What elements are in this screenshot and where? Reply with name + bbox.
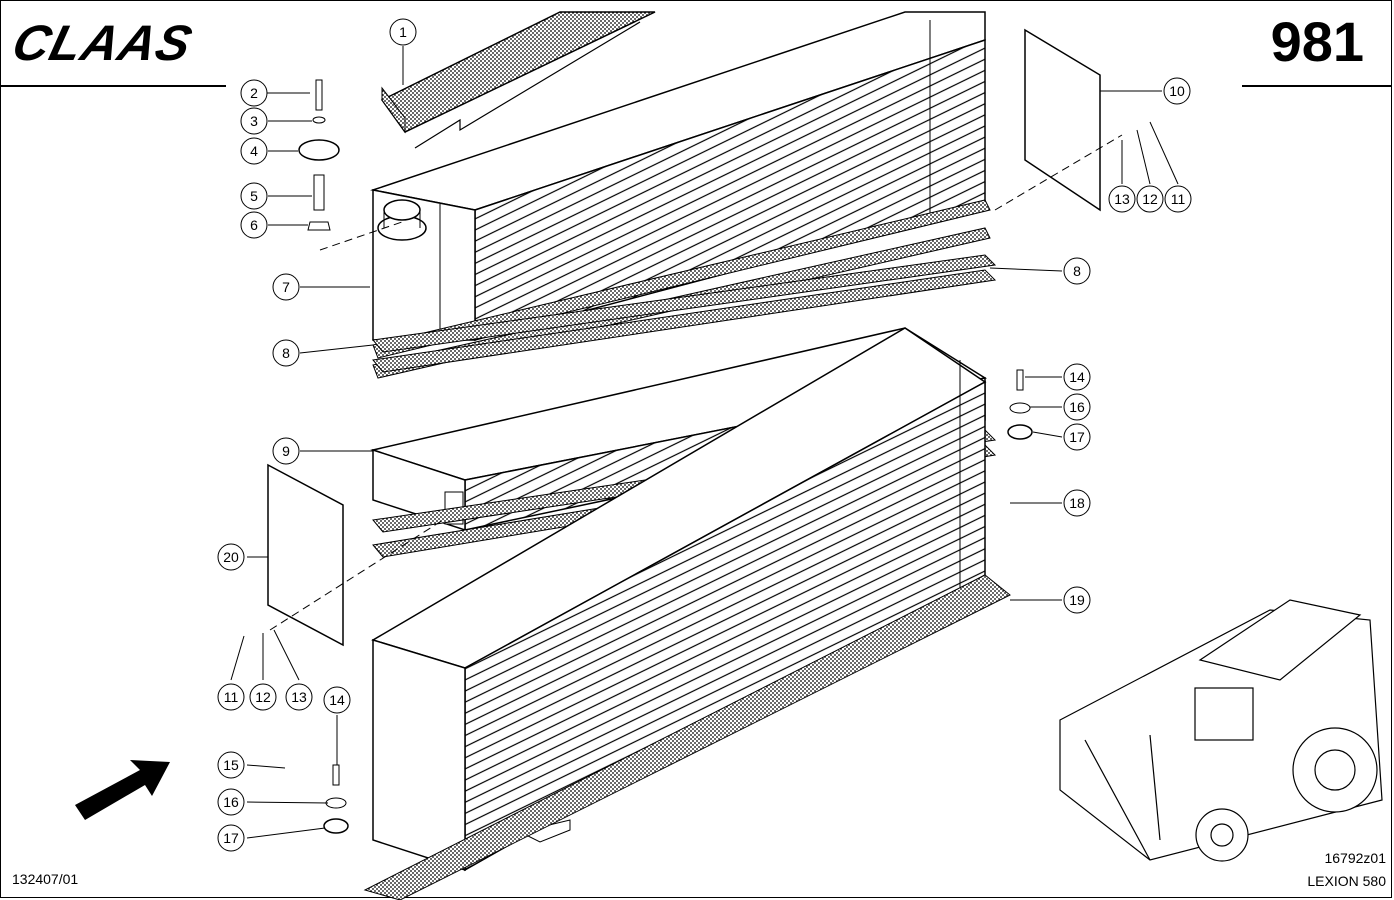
callout-10: 10: [1163, 77, 1191, 105]
header-rule-right: [1242, 85, 1392, 87]
callout-label: 16: [223, 794, 239, 810]
callout-label: 3: [250, 113, 258, 129]
callout-label: 15: [223, 757, 239, 773]
callout-label: 9: [282, 443, 290, 459]
callout-label: 14: [1069, 369, 1085, 385]
callout-label: 5: [250, 188, 258, 204]
callout-label: 11: [1171, 191, 1186, 207]
callout-label: 12: [255, 689, 271, 705]
callout-13-bottom: 13: [285, 683, 313, 711]
mounting-hardware-top: [298, 79, 340, 231]
callout-14-right: 14: [1063, 363, 1091, 391]
header-rule-left: [0, 85, 226, 87]
drawing-id: 132407/01: [12, 871, 79, 887]
callout-2: 2: [240, 79, 268, 107]
callout-7: 7: [272, 273, 300, 301]
callout-18: 18: [1063, 489, 1091, 517]
callout-6: 6: [240, 211, 268, 239]
callout-label: 10: [1169, 83, 1185, 99]
callout-4: 4: [240, 137, 268, 165]
callout-label: 13: [291, 689, 307, 705]
bottom-gasket: [363, 574, 1011, 900]
callout-12-bottom: 12: [249, 683, 277, 711]
mounting-hardware-bottom: [323, 764, 349, 834]
callout-19: 19: [1063, 586, 1091, 614]
callout-label: 16: [1069, 399, 1085, 415]
assembly-axis-lines: [269, 134, 1123, 631]
mounting-hardware-right: [1007, 369, 1033, 440]
callout-label: 7: [282, 279, 290, 295]
cover-plate-left: [267, 463, 344, 647]
figure-code: 16792z01: [1324, 850, 1386, 866]
page-number: 981: [1270, 10, 1364, 73]
direction-arrow-icon: [75, 760, 170, 820]
callout-label: 6: [250, 217, 258, 233]
seal-strip: [380, 11, 656, 149]
expansion-tank: [377, 199, 427, 241]
combine-harvester-icon: [1059, 599, 1383, 862]
callout-11-top: 11: [1164, 185, 1192, 213]
callout-12-top: 12: [1136, 185, 1164, 213]
callout-17-bottom: 17: [217, 824, 245, 852]
callout-5: 5: [240, 182, 268, 210]
callout-label: 4: [250, 143, 258, 159]
model-name: LEXION 580: [1307, 873, 1386, 889]
callout-9: 9: [272, 437, 300, 465]
callout-3: 3: [240, 107, 268, 135]
callout-label: 19: [1069, 592, 1085, 608]
main-radiator: [371, 327, 987, 872]
callout-8-left: 8: [272, 339, 300, 367]
cover-plate-right: [1024, 28, 1101, 212]
callout-label: 2: [250, 85, 258, 101]
callout-label: 13: [1114, 191, 1130, 207]
callout-label: 8: [282, 345, 290, 361]
callout-label: 18: [1069, 495, 1085, 511]
callout-label: 8: [1073, 263, 1081, 279]
callout-20: 20: [217, 543, 245, 571]
callout-16-bottom: 16: [217, 788, 245, 816]
callout-label: 20: [223, 549, 239, 565]
callout-14-bottom: 14: [323, 686, 351, 714]
callout-1: 1: [389, 18, 417, 46]
callout-label: 11: [224, 689, 239, 705]
callout-label: 17: [1069, 429, 1085, 445]
callout-16-right: 16: [1063, 393, 1091, 421]
callout-label: 17: [223, 830, 239, 846]
callout-label: 12: [1142, 191, 1158, 207]
callout-15: 15: [217, 751, 245, 779]
middle-gaskets: [372, 254, 997, 373]
callout-17-right: 17: [1063, 423, 1091, 451]
callout-label: 14: [329, 692, 345, 708]
callout-label: 1: [399, 24, 407, 40]
callout-8-right: 8: [1063, 257, 1091, 285]
callout-13-top: 13: [1108, 185, 1136, 213]
callout-11-bottom: 11: [217, 683, 245, 711]
